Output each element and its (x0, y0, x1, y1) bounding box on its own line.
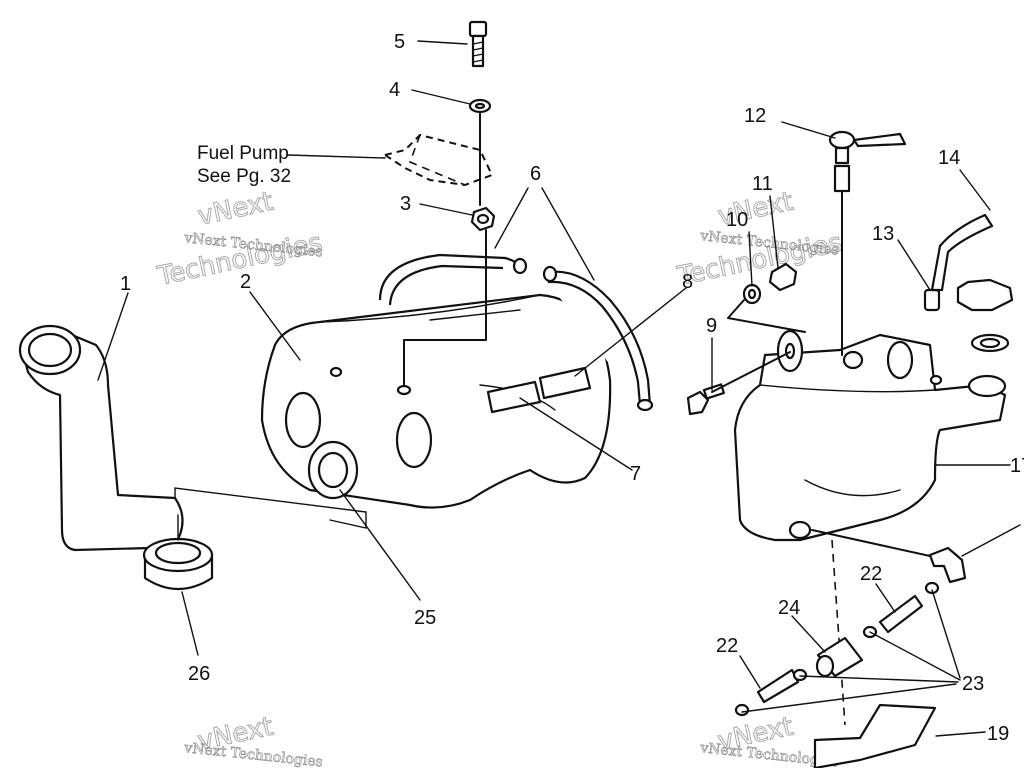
part-8-decal (538, 366, 592, 400)
part-19-bracket (813, 703, 937, 768)
callout-1: 1 (120, 273, 131, 295)
part-26-grommet (142, 537, 214, 590)
callout-23: 23 (962, 673, 984, 695)
callout-14: 14 (938, 147, 960, 169)
watermark-bottom-left: vNext vNext Technologies (182, 711, 324, 768)
callout-19: 19 (987, 723, 1009, 745)
callout-7: 7 (630, 463, 641, 485)
part-9-axis (711, 351, 791, 393)
callout-2: 2 (240, 271, 251, 293)
part-3-nut (470, 206, 496, 232)
part-25-outlet-fitting (307, 440, 359, 500)
part-1-filler-tube (18, 324, 184, 552)
callout-13: 13 (872, 223, 894, 245)
callout-22-upper: 22 (860, 563, 882, 585)
part-17-reservoir (733, 329, 1007, 542)
callout-25: 25 (414, 607, 436, 629)
leader-lines (97, 40, 1021, 737)
callout-11: 11 (752, 173, 773, 195)
part-6-vent-hose (378, 253, 654, 412)
filler-cap (956, 278, 1014, 353)
bolt-axis-line (403, 111, 487, 386)
callout-17: 17 (1010, 455, 1024, 477)
callout-10: 10 (726, 209, 748, 231)
fuel-pump-note-line2: See Pg. 32 (197, 166, 291, 187)
part-24-fuel-filter (815, 636, 864, 678)
callout-24: 24 (778, 597, 800, 619)
part-14-hose (930, 213, 994, 292)
elbow-fitting (928, 546, 967, 584)
part-5-bolt (468, 20, 488, 68)
callout-6: 6 (530, 163, 541, 185)
part-11-nut (768, 262, 798, 292)
part-4-washer (468, 98, 492, 114)
callout-12: 12 (744, 105, 766, 127)
part-10-washer (742, 283, 762, 305)
part-12-level-sensor (828, 130, 907, 356)
fuel-pump-reference (382, 133, 494, 187)
part-22-hose-upper (878, 594, 924, 634)
callout-26: 26 (188, 663, 210, 685)
part-13-fitting (923, 288, 941, 312)
watermark-big-1: vNext (195, 187, 276, 232)
callout-3: 3 (400, 193, 411, 215)
part-10-11-axis (727, 299, 806, 333)
filter-centerline (831, 539, 846, 726)
callout-22-lower: 22 (716, 635, 738, 657)
callout-5: 5 (394, 31, 405, 53)
fuel-pump-note: Fuel Pump See Pg. 32 (197, 143, 291, 187)
callout-4: 4 (389, 79, 400, 101)
callout-9: 9 (706, 315, 717, 337)
callout-labels: 5 4 3 6 1 2 26 25 7 8 9 10 11 12 13 14 1… (120, 31, 1024, 745)
elbow-axis (811, 529, 931, 557)
part-22-hose-lower (756, 668, 800, 704)
fuel-pump-note-line1: Fuel Pump (197, 143, 289, 164)
callout-8: 8 (682, 271, 693, 293)
watermark-top-right: vNext Technologies vNext Technologies (674, 186, 846, 292)
part-7-decal (486, 380, 542, 414)
